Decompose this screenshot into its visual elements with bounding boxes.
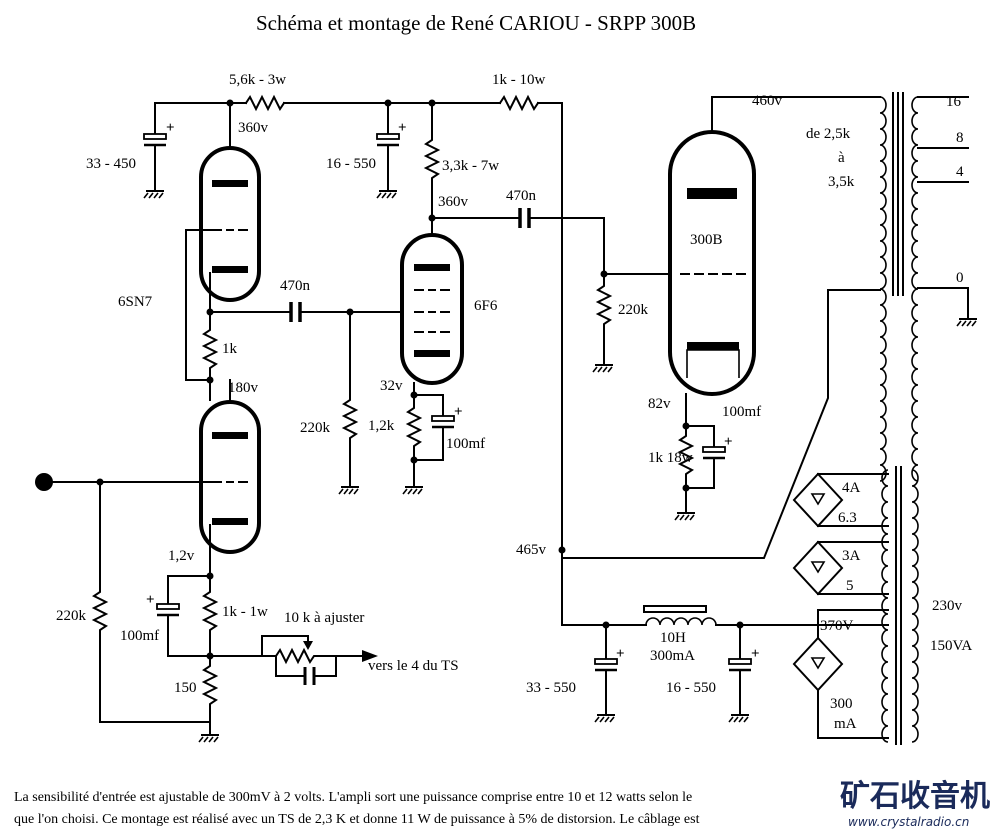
label-pt-5: 5 (846, 578, 854, 594)
label-pt-370v: 370V (820, 618, 854, 634)
label-c-33-550: 33 - 550 (526, 680, 576, 696)
tube-6f6 (400, 233, 464, 385)
capacitor-16-550-bottom (728, 658, 752, 665)
potentiometer-10k (274, 647, 351, 665)
label-tap-4: 4 (956, 164, 964, 180)
capacitor-33-450 (143, 133, 167, 140)
svg-text:+: + (751, 646, 760, 662)
svg-text:+: + (146, 592, 155, 608)
watermark: 矿石收音机 www.crystalradio.cn (838, 770, 1002, 831)
tube-6sn7-lower (199, 400, 261, 554)
label-to-ts: vers le 4 du TS (368, 658, 459, 674)
label-pt-150va: 150VA (930, 638, 972, 654)
capacitor-33-550 (594, 658, 618, 665)
label-v-82: 82v (648, 396, 671, 412)
label-c-100mf-300b: 100mf (722, 404, 761, 420)
caption-line-1: La sensibilité d'entrée est ajustable de… (14, 790, 692, 805)
label-r-3k3: 3,3k - 7w (442, 158, 499, 174)
label-opt-impedance-3: 3,5k (828, 174, 855, 190)
label-pt-300: 300 (830, 696, 853, 712)
caption-line-2: que l'on choisi. Ce montage est réalisé … (14, 812, 700, 827)
watermark-url: www.crystalradio.cn (848, 815, 969, 829)
label-choke-i: 300mA (650, 648, 695, 664)
label-c-100mf-6f6: 100mf (446, 436, 485, 452)
label-r-150: 150 (174, 680, 197, 696)
label-v-460: 460v (752, 93, 783, 109)
label-pt-3a: 3A (842, 548, 861, 564)
choke-10h (643, 605, 717, 626)
schematic-title: Schéma et montage de René CARIOU - SRPP … (256, 11, 696, 35)
label-tube-6sn7: 6SN7 (118, 294, 153, 310)
capacitor-100mf-6f6 (431, 415, 455, 422)
label-r-1k2: 1,2k (368, 418, 395, 434)
label-r-220k-in: 220k (56, 608, 87, 624)
label-c-470n-left: 470n (280, 278, 311, 294)
label-r-1k-1w: 1k - 1w (222, 604, 268, 620)
label-pt-4a: 4A (842, 480, 861, 496)
label-v-1-2: 1,2v (168, 548, 195, 564)
bridge-rectifier-5v (792, 540, 889, 596)
label-tube-300b: 300B (690, 232, 723, 248)
label-c-470n-right: 470n (506, 188, 537, 204)
label-pot-10k: 10 k à ajuster (284, 610, 364, 626)
svg-text:+: + (724, 434, 733, 450)
capacitor-100mf-300b (702, 446, 726, 453)
label-c-33-450: 33 - 450 (86, 156, 136, 172)
bridge-rectifier-hv (792, 609, 889, 739)
label-r-5k6: 5,6k - 3w (229, 72, 286, 88)
label-v-180: 180v (228, 380, 259, 396)
tube-300b (668, 130, 756, 396)
label-c-16-550-bottom: 16 - 550 (666, 680, 716, 696)
label-tap-0: 0 (956, 270, 964, 286)
svg-text:+: + (398, 120, 407, 136)
label-tap-16: 16 (946, 94, 962, 110)
resistor-5k6 (244, 94, 286, 112)
label-v-360-left: 360v (238, 120, 269, 136)
label-pt-6-3: 6.3 (838, 510, 857, 526)
label-v-465: 465v (516, 542, 547, 558)
label-r-1k-sn7: 1k (222, 341, 238, 357)
label-r-1k-18w: 1k 18w (648, 450, 693, 466)
resistor-1k-10w (498, 94, 540, 112)
label-r-1k-10w: 1k - 10w (492, 72, 545, 88)
power-transformer (881, 466, 919, 745)
svg-text:+: + (454, 404, 463, 420)
label-v-360-right: 360v (438, 194, 469, 210)
bridge-rectifier-6-3v (792, 472, 889, 528)
capacitor-100mf-input (156, 603, 180, 610)
label-choke-l: 10H (660, 630, 686, 646)
label-pt-ma: mA (834, 716, 857, 732)
label-opt-impedance-1: de 2,5k (806, 126, 851, 142)
label-r-220k-6f6: 220k (300, 420, 331, 436)
watermark-title: 矿石收音机 (840, 779, 990, 814)
label-opt-impedance-2: à (838, 150, 845, 166)
label-tube-6f6: 6F6 (474, 298, 498, 314)
svg-text:+: + (166, 120, 175, 136)
label-c-16-550-top: 16 - 550 (326, 156, 376, 172)
output-transformer (561, 92, 978, 559)
svg-text:+: + (616, 646, 625, 662)
capacitor-16-550-top (376, 133, 400, 140)
label-v-32: 32v (380, 378, 403, 394)
label-r-220k-300b: 220k (618, 302, 649, 318)
label-tap-8: 8 (956, 130, 964, 146)
label-c-100mf-in: 100mf (120, 628, 159, 644)
label-pt-230v: 230v (932, 598, 963, 614)
